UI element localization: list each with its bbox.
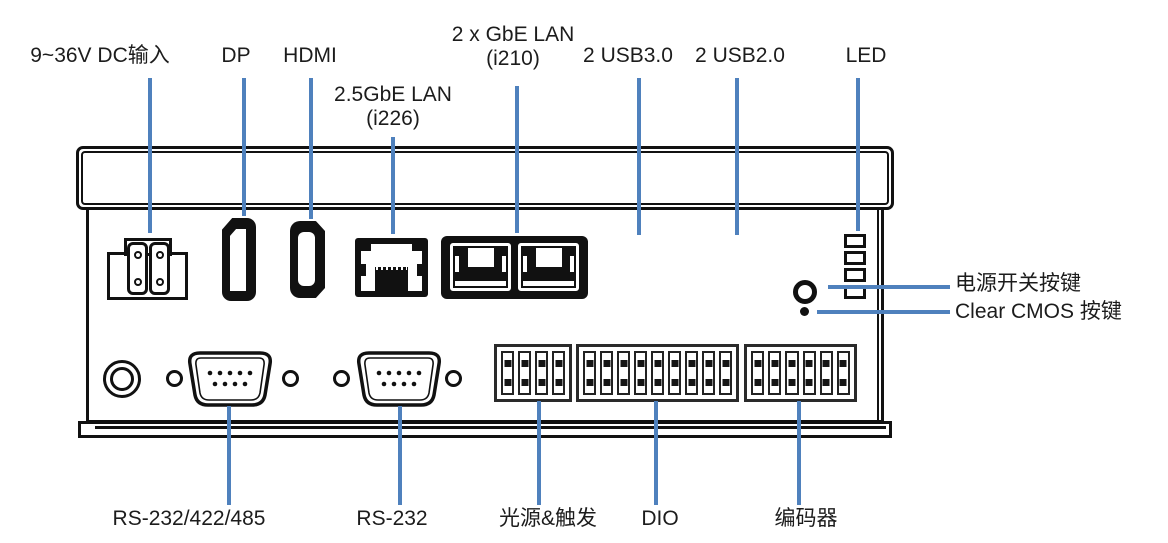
- rj45-jack-right: [518, 243, 579, 291]
- terminal-block-dio-icon: [576, 344, 739, 402]
- rj45-dual-icon: [441, 236, 588, 299]
- led-indicator-icon: [844, 268, 866, 282]
- leader-usb3: [637, 78, 641, 235]
- leader-usb2: [735, 78, 739, 235]
- leader-dc: [148, 78, 152, 233]
- db9-serial-multi-icon: [184, 350, 276, 408]
- label-lan-2-5gbe-line2: (i226): [366, 107, 420, 130]
- leader-serial: [398, 406, 402, 505]
- dc-power-terminal-icon: [107, 238, 188, 300]
- leader-power-button: [828, 285, 950, 289]
- leader-serial-multi: [227, 406, 231, 505]
- label-light-trigger: 光源&触发: [498, 507, 598, 530]
- clear-cmos-dot-icon: [800, 307, 809, 316]
- label-gbe-lan-line1: 2 x GbE LAN: [451, 23, 575, 46]
- screw-icon: [445, 370, 462, 387]
- chassis-top-cover-inner-line: [81, 151, 889, 205]
- chassis-bottom-rim: [78, 421, 892, 438]
- power-button-icon: [793, 280, 817, 304]
- chassis-right-edge-line: [877, 210, 879, 422]
- label-usb3: 2 USB3.0: [583, 44, 673, 67]
- label-dc-input: 9~36V DC输入: [30, 44, 170, 67]
- label-serial-multi: RS-232/422/485: [112, 507, 266, 530]
- hdmi-icon: [290, 221, 325, 298]
- label-power-button: 电源开关按键: [955, 272, 1081, 295]
- db9-serial-icon: [353, 350, 445, 408]
- label-hdmi: HDMI: [283, 44, 337, 67]
- displayport-icon: [222, 218, 256, 301]
- terminal-block-encoder-icon: [744, 344, 857, 402]
- screw-icon: [166, 370, 183, 387]
- label-serial: RS-232: [356, 507, 428, 530]
- label-dio: DIO: [641, 507, 679, 530]
- label-lan-2-5gbe: 2.5GbE LAN (i226): [334, 83, 452, 131]
- label-usb2: 2 USB2.0: [695, 44, 785, 67]
- chassis-top-cover: [76, 146, 894, 210]
- label-encoder: 编码器: [774, 507, 838, 530]
- led-indicator-icon: [844, 251, 866, 265]
- label-dp: DP: [221, 44, 251, 67]
- label-gbe-lan-line2: (i210): [486, 47, 540, 70]
- terminal-block-light-trigger-icon: [494, 344, 572, 402]
- led-indicator-icon: [844, 234, 866, 248]
- rj45-jack-left: [450, 243, 511, 291]
- leader-gbe-lan: [515, 86, 519, 233]
- leader-led: [856, 78, 860, 231]
- chassis-bottom-rim-line: [95, 426, 886, 429]
- rj45-single-icon: [355, 238, 428, 297]
- label-clear-cmos: Clear CMOS 按键: [955, 300, 1122, 323]
- leader-clear-cmos: [817, 310, 950, 314]
- label-lan-2-5gbe-line1: 2.5GbE LAN: [334, 83, 452, 106]
- leader-hdmi: [309, 78, 313, 219]
- screw-icon: [282, 370, 299, 387]
- ground-stud-icon: [103, 360, 141, 398]
- leader-dio: [654, 401, 658, 505]
- leader-encoder: [797, 401, 801, 505]
- leader-lan-2-5gbe: [391, 137, 395, 234]
- leader-light-trigger: [537, 401, 541, 505]
- label-gbe-lan: 2 x GbE LAN (i210): [452, 23, 575, 71]
- label-led: LED: [845, 44, 887, 67]
- screw-icon: [333, 370, 350, 387]
- leader-dp: [242, 78, 246, 216]
